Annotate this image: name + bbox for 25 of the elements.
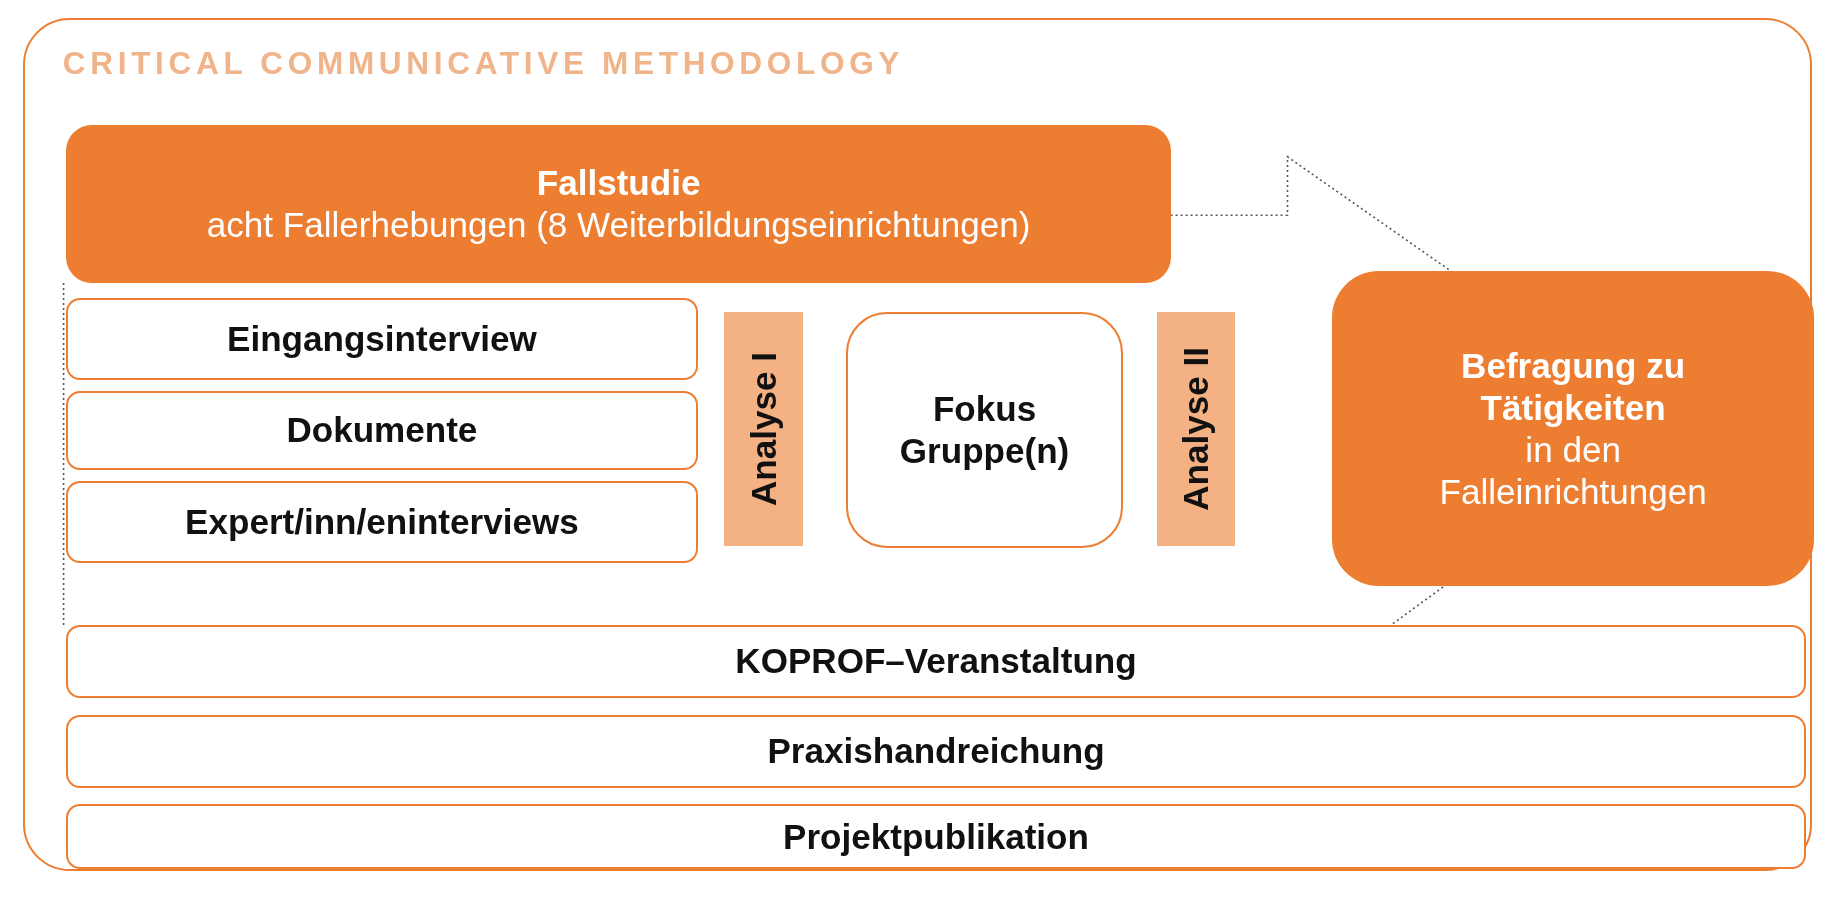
process-box bbox=[66, 625, 1806, 698]
process-box bbox=[66, 297, 698, 380]
process-box bbox=[66, 124, 1171, 283]
process-box bbox=[66, 391, 698, 470]
methodology-frame bbox=[23, 17, 1812, 871]
box-title: Fallstudie bbox=[536, 161, 701, 204]
bar-label: Analyse I bbox=[743, 351, 784, 506]
box-title: Expert/inn/eninterviews bbox=[185, 501, 579, 544]
box-subtitle: acht Fallerhebungen (8 Weiterbildungseinrichtungen) bbox=[206, 203, 1031, 246]
analysis-bar bbox=[1156, 311, 1236, 546]
process-box bbox=[846, 311, 1124, 548]
process-box bbox=[1332, 270, 1814, 587]
process-box bbox=[66, 715, 1806, 788]
box-title: Dokumente bbox=[286, 409, 478, 452]
box-title: Eingangsinterview bbox=[227, 317, 537, 360]
box-title: Fokus Gruppe(n) bbox=[898, 387, 1071, 472]
box-title: Projektpublikation bbox=[783, 815, 1089, 858]
analysis-bar bbox=[724, 311, 803, 546]
diagram-heading: CRITICAL COMMUNICATIVE METHODOLOGY bbox=[62, 45, 905, 83]
process-box bbox=[66, 803, 1806, 870]
process-box bbox=[66, 481, 698, 564]
box-title: KOPROF–Veranstaltung bbox=[735, 640, 1137, 683]
box-subtitle: in den Falleinrichtungen bbox=[1438, 428, 1708, 513]
box-title: Praxishandreichung bbox=[767, 730, 1105, 773]
bar-label: Analyse II bbox=[1176, 346, 1217, 511]
